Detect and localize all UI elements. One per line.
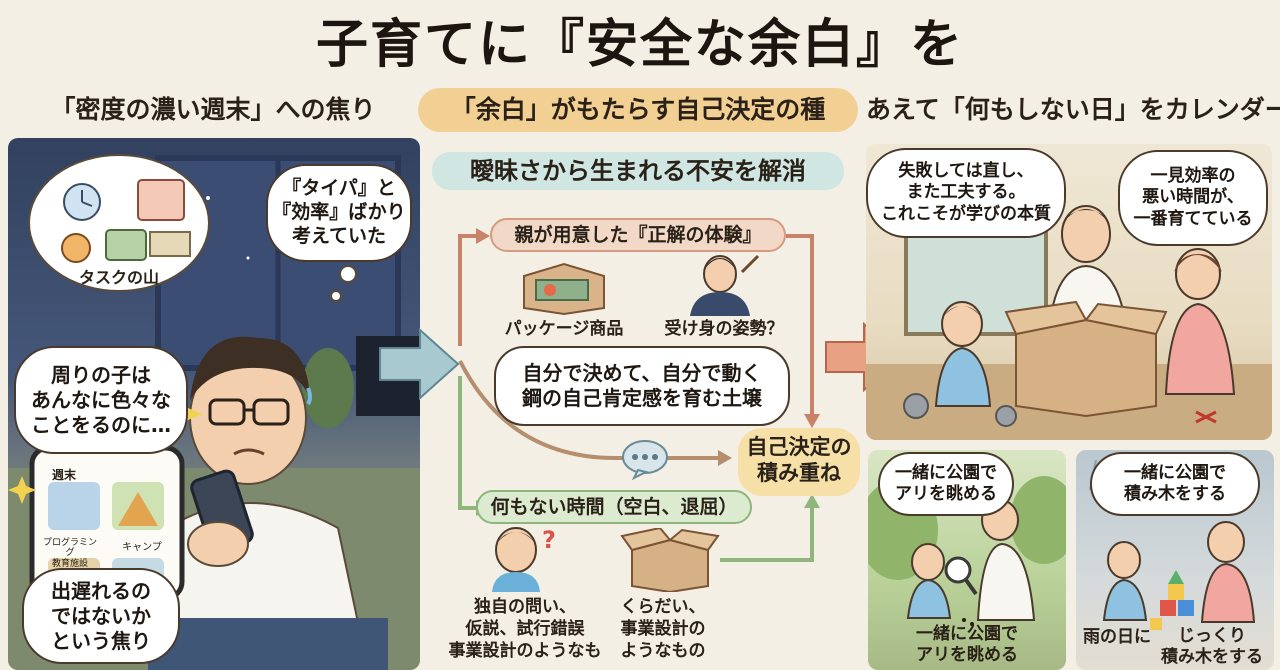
failure-line-3: これこそが学びの本質 bbox=[881, 203, 1051, 224]
rain-bubble-line-2: 積み木をする bbox=[1124, 484, 1226, 504]
park-bubble-line-1: 一緒に公園で bbox=[895, 462, 997, 483]
question-line-3: 事業設計のようなも bbox=[448, 641, 602, 662]
speech-bubble-inefficient-time: 一見効率の 悪い時間が、 一番育てている bbox=[1118, 150, 1268, 246]
right-section-heading: あえて「何もしない日」をカレンダーに bbox=[866, 95, 1280, 124]
papers-stack-icon bbox=[149, 231, 191, 257]
others-line-3: ことをるのに… bbox=[31, 412, 171, 437]
child-figure bbox=[1107, 541, 1141, 579]
self-decision-line-1: 自分で決めて、自分で動く bbox=[522, 361, 762, 385]
building-blocks-icon bbox=[1160, 600, 1176, 616]
empty-box-icon bbox=[620, 528, 720, 592]
father-figure bbox=[1061, 205, 1111, 263]
taipa-line-2: 『効率』ばかり bbox=[272, 201, 406, 224]
phone-item-programming: プログラミング 教育施設 bbox=[42, 538, 97, 569]
rain-bubble-line-1: 一緒に公園で bbox=[1124, 462, 1226, 483]
man-hair bbox=[190, 336, 310, 400]
mother-figure bbox=[1175, 248, 1221, 300]
plant-icon bbox=[302, 348, 354, 428]
failure-line-1: 失敗しては直し、 bbox=[898, 161, 1034, 182]
question-mark-icon: ? bbox=[542, 526, 556, 554]
tasks-caption: タスクの山 bbox=[78, 268, 159, 287]
thought-dots bbox=[330, 265, 357, 302]
question-line-1: 独自の問い、 bbox=[474, 597, 576, 617]
man-hands bbox=[187, 521, 249, 567]
speech-bubble-failure: 失敗しては直し、 また工夫する。 これこそが学びの本質 bbox=[866, 148, 1066, 238]
tape-roll-icon bbox=[903, 393, 929, 419]
box-line-2: 事業設計の bbox=[620, 619, 706, 640]
box-line-3: ようなもの bbox=[620, 641, 706, 662]
calendar-icon bbox=[137, 179, 185, 221]
self-decision-line-2: 鋼の自己肯定感を育む土壌 bbox=[522, 386, 762, 410]
anxiety-subheading: 曖昧さから生まれる不安を解消 bbox=[432, 152, 844, 190]
park-speech-bubble: 一緒に公園で アリを眺める bbox=[878, 452, 1014, 516]
speech-bubble-falling-behind: 出遅れるの ではないか という焦り bbox=[22, 568, 180, 664]
magnifying-glass-icon bbox=[944, 556, 972, 584]
inefficient-line-3: 一番育てている bbox=[1133, 208, 1253, 229]
rain-caption-line-3: 積み木をする bbox=[1161, 647, 1263, 668]
taipa-line-1: 『タイパ』と bbox=[282, 177, 396, 200]
park-caption-line-1: 一緒に公園で bbox=[916, 624, 1018, 644]
result-line-2: 積み重ね bbox=[757, 461, 841, 486]
task-list-icon bbox=[105, 229, 147, 261]
flow-arrows bbox=[458, 228, 820, 562]
sweat-drop-icon bbox=[306, 387, 312, 406]
ant-icon bbox=[962, 618, 966, 622]
arrow-right-icon bbox=[379, 328, 460, 400]
left-section-heading: 「密度の濃い週末」への焦り bbox=[50, 95, 376, 124]
man-jeans bbox=[148, 618, 388, 670]
rainy-speech-bubble: 一緒に公園で 積み木をする bbox=[1090, 452, 1260, 516]
phone-header-label: 週末 bbox=[52, 468, 77, 482]
blocks-illustration bbox=[1089, 455, 1256, 630]
late-line-3: という焦り bbox=[51, 628, 151, 653]
alarm-clock-icon bbox=[61, 233, 91, 263]
others-line-2: あんなに色々な bbox=[31, 387, 171, 412]
result-line-1: 自己決定の bbox=[746, 435, 852, 459]
scissors-icon bbox=[1195, 410, 1217, 424]
rain-caption-left: 雨の日に bbox=[1083, 627, 1151, 647]
late-line-1: 出遅れるの bbox=[51, 578, 151, 603]
thought-cloud-tasks: タスクの山 bbox=[26, 150, 212, 296]
failure-line-2: また工夫する。 bbox=[906, 182, 1026, 203]
box-line-1: くらだい、 bbox=[620, 597, 706, 617]
glasses-icon bbox=[208, 398, 246, 426]
inefficient-line-2: 悪い時間が、 bbox=[1142, 187, 1244, 208]
middle-section-heading: 「余白」がもたらす自己決定の種 bbox=[418, 88, 858, 132]
speech-bubble-others: 周りの子は あんなに色々な ことをるのに… bbox=[14, 346, 188, 454]
thought-bubble-taipa: 『タイパ』と 『効率』ばかり 考えていた bbox=[266, 164, 412, 262]
cardboard-box-icon bbox=[1015, 318, 1157, 418]
taipa-line-3: 考えていた bbox=[291, 224, 387, 247]
rain-caption-right: じっくり 積み木をする bbox=[1150, 626, 1274, 669]
package-caption: パッケージ商品 bbox=[504, 319, 624, 339]
empty-time-label: 何もない時間（空白、退屈） bbox=[476, 490, 752, 524]
package-box-icon bbox=[523, 262, 605, 316]
child-figure bbox=[941, 301, 983, 347]
passive-caption: 受け身の姿勢？ bbox=[664, 319, 784, 339]
teacher-icon bbox=[690, 254, 760, 316]
chat-dots-icon bbox=[622, 440, 668, 480]
box-caption: くらだい、 事業設計の ようなもの bbox=[600, 596, 726, 662]
phone-tile-programming bbox=[48, 482, 100, 530]
park-caption-line-2: アリを眺める bbox=[916, 645, 1018, 666]
thinking-child-icon: ? bbox=[492, 526, 556, 592]
park-caption: 一緒に公園で アリを眺める bbox=[872, 624, 1062, 667]
mother-figure bbox=[1207, 521, 1245, 563]
accumulation-result-box: 自己決定の 積み重ね bbox=[738, 428, 860, 496]
self-decision-bubble: 自分で決めて、自分で動く 鋼の自己肯定感を育む土壌 bbox=[494, 346, 790, 426]
page-title: 子育てに『安全な余白』を bbox=[315, 15, 964, 75]
others-line-1: 周りの子は bbox=[51, 362, 151, 387]
question-caption: 独自の問い、 仮説、試行錯誤 事業設計のようなも bbox=[440, 596, 610, 662]
child-figure bbox=[911, 543, 945, 581]
family-box-illustration bbox=[866, 202, 1272, 440]
inefficient-line-1: 一見効率の bbox=[1150, 166, 1236, 187]
question-line-2: 仮説、試行錯誤 bbox=[465, 619, 585, 640]
phone-item-camp: キャンプ bbox=[122, 542, 162, 553]
rain-caption-line-2: じっくり bbox=[1178, 626, 1246, 646]
park-bubble-line-2: アリを眺める bbox=[895, 484, 997, 504]
late-line-2: ではないか bbox=[51, 603, 151, 628]
correct-experience-label: 親が用意した『正解の体験』 bbox=[490, 218, 786, 252]
